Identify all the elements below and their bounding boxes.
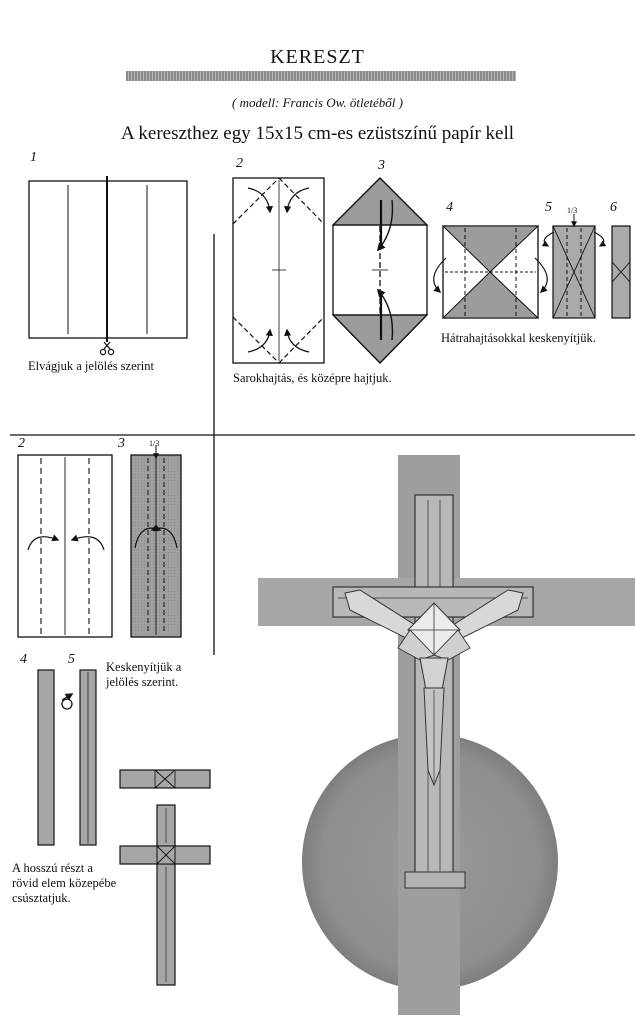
bottom-step-number-3: 3 xyxy=(118,436,125,451)
step-1-diagram xyxy=(28,176,188,356)
step-6-diagram xyxy=(611,225,631,319)
bottom-step-4-diagram xyxy=(37,669,55,846)
title-underline-bar xyxy=(126,71,516,81)
bottom-step-2-diagram xyxy=(17,454,113,638)
step-number-5: 5 xyxy=(545,200,552,215)
assembled-small-cross xyxy=(119,804,211,986)
bottom-step-3-diagram xyxy=(130,445,182,638)
caption-slide-line-1: A hosszú részt a xyxy=(12,861,93,875)
step-4-diagram xyxy=(433,225,548,319)
step-number-4: 4 xyxy=(446,200,453,215)
caption-corner-fold: Sarokhajtás, és középre hajtjuk. xyxy=(233,371,392,385)
turn-over-icon xyxy=(61,693,74,710)
bottom-step-number-5: 5 xyxy=(68,652,75,667)
fraction-label-top: 1/3 xyxy=(567,206,578,215)
step-5-diagram xyxy=(541,214,607,319)
caption-slide-line-3: csúsztatjuk. xyxy=(12,891,71,905)
bottom-step-5-diagram xyxy=(61,669,97,846)
caption-narrow-line-1: Keskenyítjük a xyxy=(106,660,182,674)
caption-slide-line-2: rövid elem közepébe xyxy=(12,876,117,890)
model-credit: ( modell: Francis Ow. ötletéből ) xyxy=(232,95,403,110)
bottom-step-number-2: 2 xyxy=(18,436,25,451)
step-2-diagram xyxy=(232,177,325,364)
fraction-label-bottom: 1/3 xyxy=(149,439,160,448)
step-number-2: 2 xyxy=(236,156,243,171)
step-number-6: 6 xyxy=(610,200,617,215)
scissors-icon xyxy=(99,341,115,356)
finished-cross-model xyxy=(258,455,635,1015)
step-number-3: 3 xyxy=(378,158,385,173)
step-3-diagram xyxy=(331,177,429,364)
short-crossbar-piece xyxy=(119,769,211,789)
paper-requirement-heading: A kereszthez egy 15x15 cm-es ezüstszínű … xyxy=(120,123,515,144)
step-number-1: 1 xyxy=(30,150,37,165)
caption-back-fold: Hátrahajtásokkal keskenyítjük. xyxy=(441,331,596,345)
caption-cut: Elvágjuk a jelölés szerint xyxy=(28,359,155,373)
bottom-step-number-4: 4 xyxy=(20,652,27,667)
page-title: KERESZT xyxy=(270,46,365,68)
caption-narrow-line-2: jelölés szerint. xyxy=(106,675,179,689)
